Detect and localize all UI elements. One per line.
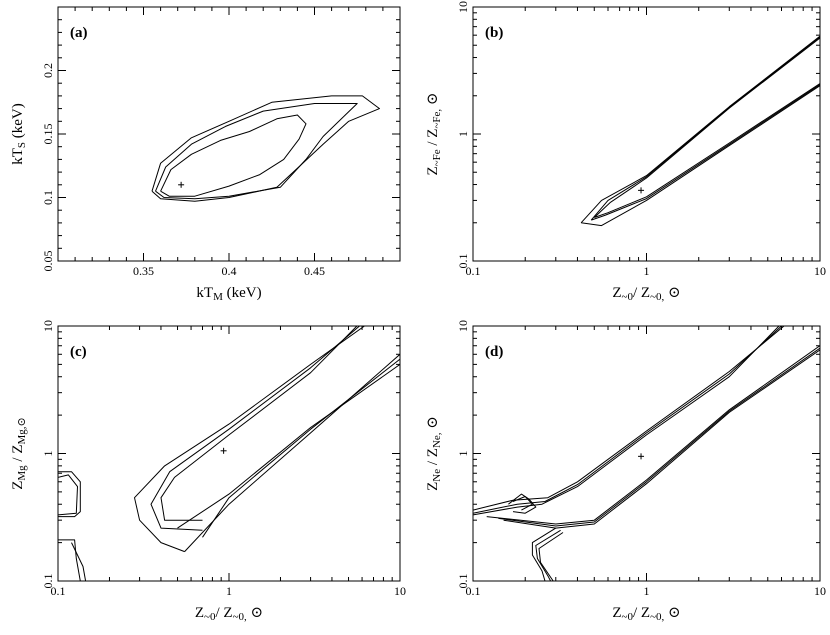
best-fit-marker	[178, 181, 185, 188]
y-tick-label: 0.1	[41, 574, 55, 589]
contour-group	[151, 95, 380, 202]
contour-middle	[150, 326, 360, 531]
plot-frame-a	[57, 6, 401, 262]
contour-edge-4	[71, 542, 87, 581]
contour-lower-3	[503, 349, 820, 529]
panel-c: 0.1 1 10 0.1 1 10 (c) Z~0/ Z~0, ⊙ ZMg / ZMg,⊙	[10, 320, 406, 623]
x-tick-label: 10	[814, 264, 826, 278]
contour-inner	[160, 326, 358, 521]
best-fit-marker	[220, 447, 227, 454]
panel-label: (b)	[485, 25, 503, 41]
x-tick-label: 0.45	[304, 264, 325, 278]
contour-middle	[155, 103, 358, 200]
y-tick-label: 1	[456, 451, 470, 457]
y-tick-label: 10	[456, 1, 470, 13]
y-axis-label: ZMg / ZMg,⊙	[10, 417, 28, 490]
panel-label: (a)	[70, 25, 88, 41]
contour-plume-1	[508, 493, 537, 514]
contour-upper-3	[473, 326, 785, 511]
x-tick-label: 0.1	[466, 264, 481, 278]
panel-label: (d)	[485, 344, 503, 360]
contour-edge-1	[58, 471, 81, 518]
contour-inner	[160, 114, 307, 197]
x-tick-label: 10	[814, 584, 826, 598]
x-tick-label: 10	[394, 584, 406, 598]
x-axis-label: kTM (keV)	[196, 285, 261, 303]
plot-frame-b	[472, 6, 821, 262]
contour-tail-3	[538, 532, 564, 581]
contour-upper-2	[473, 326, 782, 514]
x-tick-label: 1	[644, 584, 650, 598]
y-axis-label: Z~Fe / Z~Fe, ⊙	[425, 93, 443, 176]
contour-lower-2	[498, 347, 820, 527]
contour-group	[580, 35, 820, 227]
panel-a: 0.35 0.4 0.45 0.05 0.1 0.15 0.2 (a) kTM (keV) kTS…	[10, 6, 401, 303]
contour-plume-2	[512, 496, 533, 511]
y-tick-label: 10	[456, 320, 470, 332]
contour-edge-2	[58, 474, 78, 516]
y-tick-label: 0.05	[41, 251, 55, 272]
contour-middle	[590, 36, 820, 221]
y-tick-label: 0.15	[41, 124, 55, 145]
plot-frame-d	[472, 325, 821, 582]
x-axis-label: Z~0/ Z~0, ⊙	[612, 285, 680, 303]
contour-outer	[134, 326, 365, 553]
contour-lower-1	[486, 345, 820, 525]
contour-tail-1	[531, 527, 557, 581]
y-tick-label: 1	[456, 131, 470, 137]
best-fit-marker	[638, 187, 645, 194]
y-tick-label: 0.1	[456, 254, 470, 269]
best-fit-marker	[638, 453, 645, 460]
y-tick-label: 0.1	[41, 190, 55, 205]
contour-inner	[593, 37, 820, 218]
y-tick-label: 10	[41, 320, 55, 332]
x-tick-label: 1	[226, 584, 232, 598]
contour-outer-low	[184, 353, 400, 552]
contour-outer	[580, 35, 820, 227]
x-tick-label: 1	[644, 264, 650, 278]
contour-group	[473, 326, 820, 581]
panel-label: (c)	[70, 344, 87, 360]
x-tick-label: 0.1	[466, 584, 481, 598]
contour-edge-3	[58, 539, 81, 581]
y-tick-label: 1	[41, 451, 55, 457]
y-axis-label: kTS (keV)	[10, 103, 28, 165]
plot-frame-c	[57, 325, 401, 582]
contour-group	[58, 326, 400, 581]
x-tick-label: 0.35	[133, 264, 154, 278]
x-tick-label: 0.4	[222, 264, 237, 278]
panel-b: 0.1 1 10 0.1 1 10 (b) Z~0/ Z~0, ⊙ Z~Fe / Z~Fe, ⊙	[425, 1, 826, 303]
contour-outer	[151, 95, 380, 202]
x-tick-label: 0.1	[51, 584, 66, 598]
x-axis-label: Z~0/ Z~0, ⊙	[612, 605, 680, 623]
y-tick-label: 0.2	[41, 63, 55, 78]
y-tick-label: 0.1	[456, 574, 470, 589]
y-axis-label: ZNe / ZNe, ⊙	[425, 416, 443, 491]
x-axis-label: Z~0/ Z~0, ⊙	[195, 605, 263, 623]
contour-inner-low	[177, 363, 400, 529]
contour-tail-2	[535, 529, 561, 581]
contour-upper-1	[473, 326, 780, 516]
panel-d: 0.1 1 10 0.1 1 10 (d) Z~0/ Z~0, ⊙ ZNe / ZNe, ⊙	[425, 320, 826, 623]
